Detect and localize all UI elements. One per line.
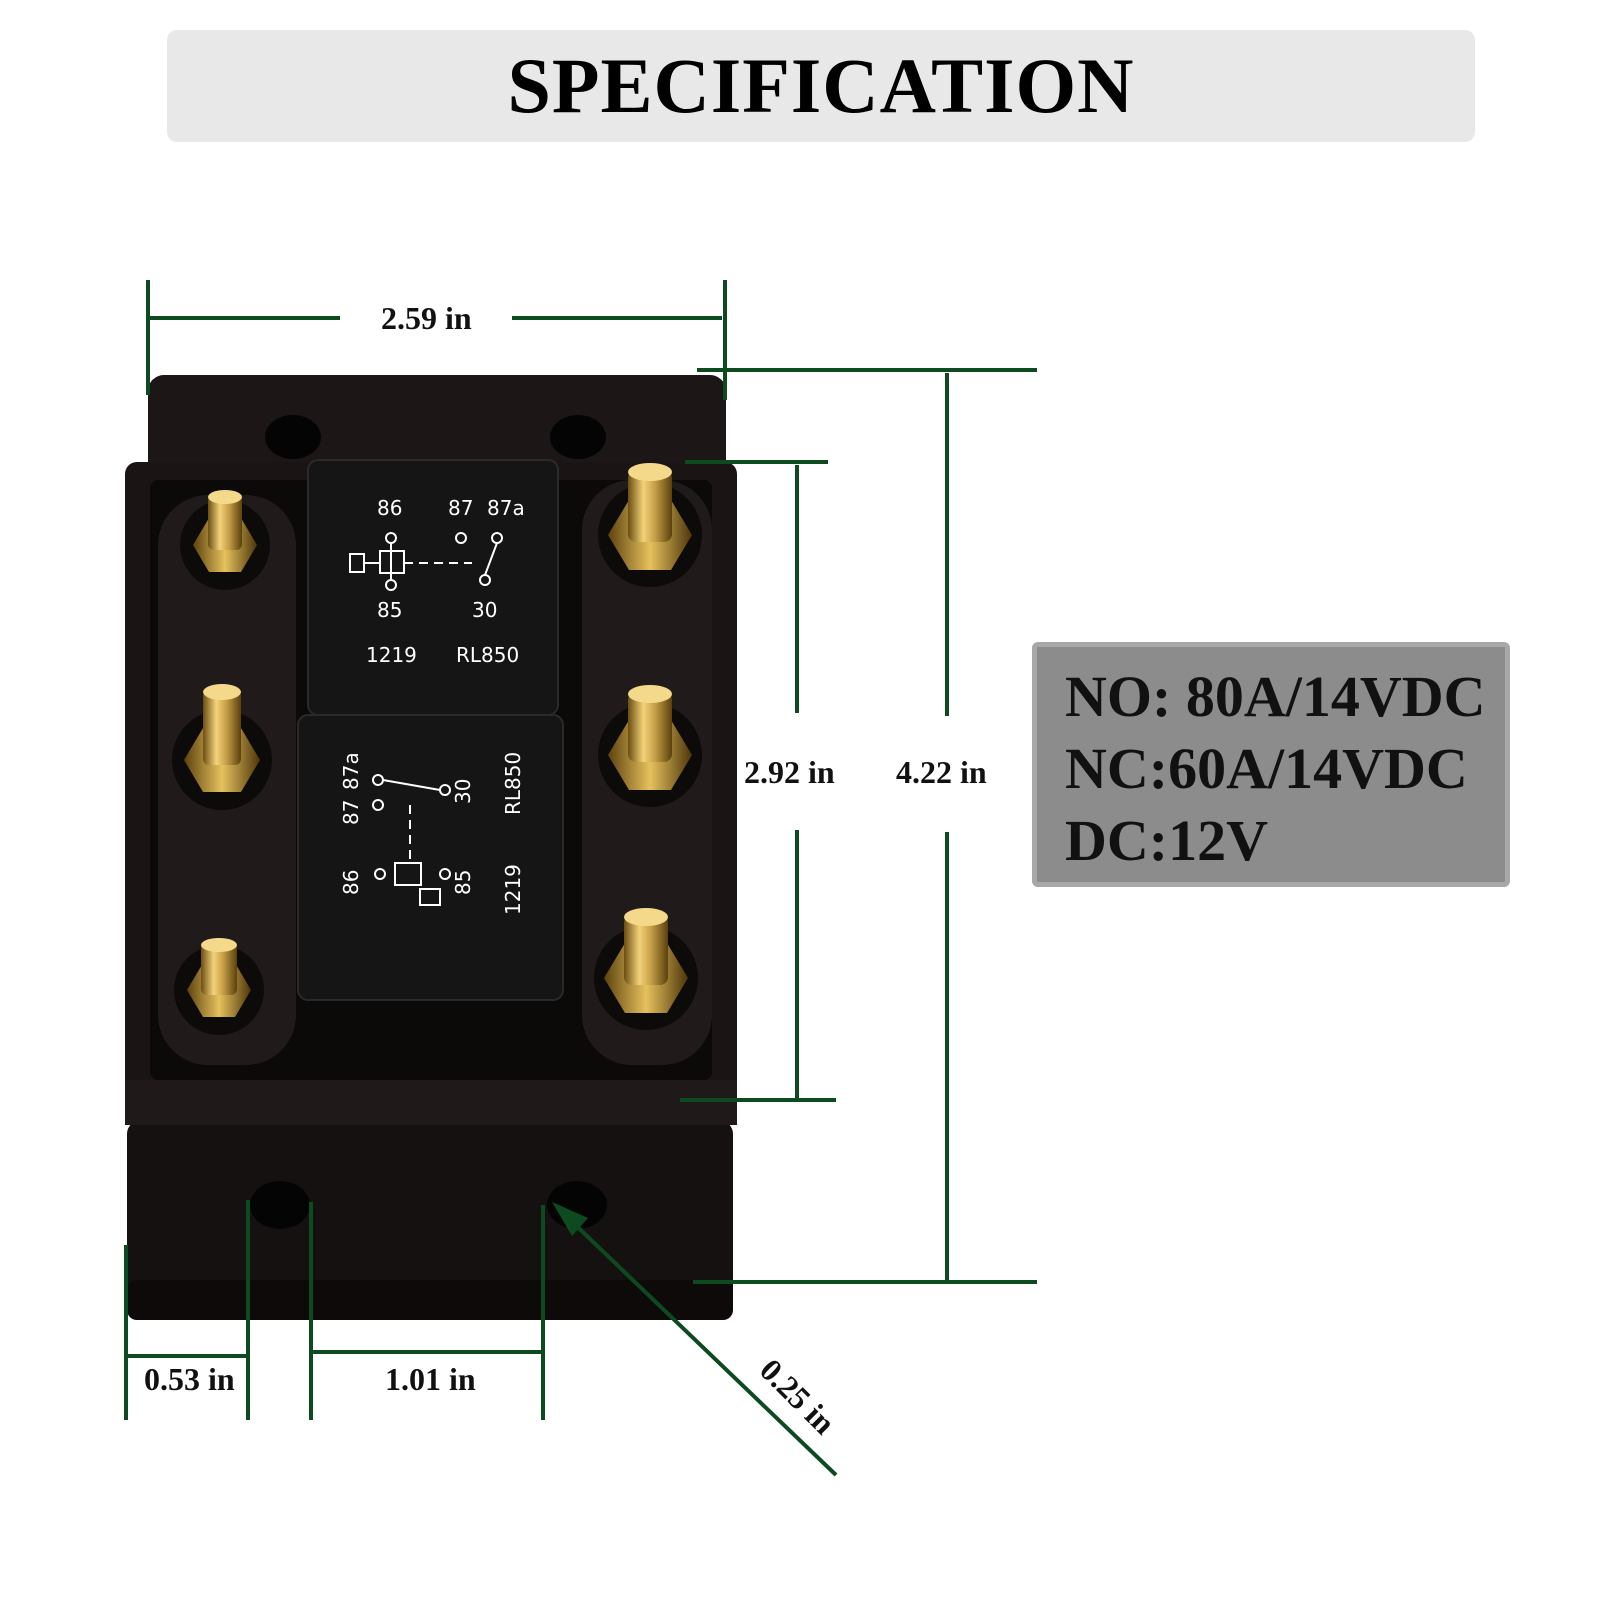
spec-nc: NC:60A/14VDC bbox=[1065, 736, 1468, 801]
dim-edge-to-hole-label: 0.53 in bbox=[144, 1361, 235, 1397]
terminal-left-top bbox=[180, 490, 270, 590]
terminal-left-middle bbox=[172, 684, 272, 810]
dim-hole-spacing-label: 1.01 in bbox=[385, 1361, 476, 1397]
dim-width-label: 2.59 in bbox=[381, 300, 472, 336]
relay2-pin-86: 86 bbox=[339, 870, 363, 895]
mounting-hole-top-right bbox=[550, 415, 606, 459]
base-plate-edge bbox=[127, 1280, 733, 1320]
relay1-pin-87a: 87a bbox=[487, 496, 525, 520]
dimension-lines bbox=[124, 280, 1037, 1477]
base-plate bbox=[127, 1120, 733, 1320]
leader-arrow-head bbox=[552, 1202, 588, 1236]
spec-box: NO: 80A/14VDC NC:60A/14VDC DC:12V bbox=[1032, 642, 1510, 887]
spec-dc: DC:12V bbox=[1065, 808, 1268, 873]
relay1-model: RL850 bbox=[456, 643, 519, 667]
terminal-left-bottom bbox=[174, 938, 264, 1035]
dim-height-total-label: 4.22 in bbox=[896, 754, 987, 790]
mounting-hole-top-left bbox=[265, 415, 321, 459]
terminal-right-bottom bbox=[594, 908, 698, 1030]
dim-hole-diameter-label: 0.25 in bbox=[753, 1351, 843, 1441]
relay1-pin-87: 87 bbox=[448, 496, 473, 520]
relay1-code: 1219 bbox=[366, 643, 417, 667]
relay-bottom bbox=[297, 714, 564, 1001]
spec-no: NO: 80A/14VDC bbox=[1065, 664, 1486, 729]
relay2-code: 1219 bbox=[501, 864, 525, 915]
relay2-pin-30: 30 bbox=[451, 779, 475, 804]
title-banner: SPECIFICATION bbox=[167, 30, 1475, 142]
mounting-hole-bottom-left bbox=[250, 1181, 310, 1229]
relay1-schematic-icon bbox=[349, 532, 503, 591]
relay1-pin-30: 30 bbox=[472, 598, 497, 622]
relay2-model: RL850 bbox=[501, 752, 525, 815]
dim-height-inner-label: 2.92 in bbox=[744, 754, 835, 790]
relay2-schematic-icon bbox=[372, 774, 451, 906]
relay2-pin-85: 85 bbox=[451, 870, 475, 895]
relay1-pin-85: 85 bbox=[377, 598, 402, 622]
page-title: SPECIFICATION bbox=[507, 42, 1135, 129]
terminal-right-middle bbox=[598, 685, 702, 807]
relay1-pin-86: 86 bbox=[377, 496, 402, 520]
relay2-pin-87a: 87a bbox=[339, 752, 363, 790]
relay2-pin-87: 87 bbox=[339, 800, 363, 825]
housing-rim bbox=[125, 1080, 737, 1125]
terminal-right-top bbox=[598, 463, 702, 587]
